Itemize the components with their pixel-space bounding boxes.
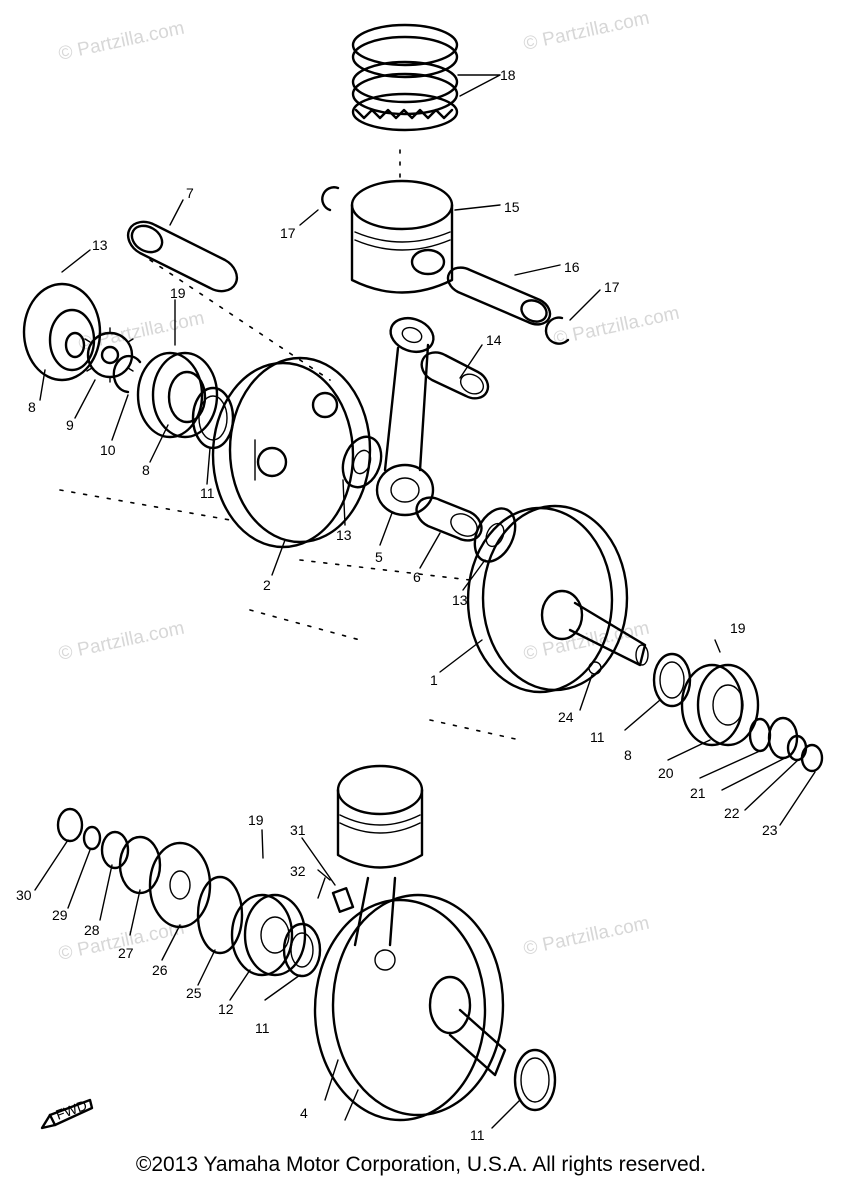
callout-18: 18: [500, 67, 516, 83]
callout-30: 30: [16, 887, 32, 903]
assembled-crankshaft: [313, 764, 557, 1122]
callout-11: 11: [590, 729, 605, 745]
callout-28: 28: [84, 922, 100, 938]
callout-2: 2: [263, 577, 271, 593]
left-main-bearing: [136, 351, 219, 439]
callout-22: 22: [724, 805, 740, 821]
snap-ring: [112, 354, 142, 394]
watermark: © Partzilla.com: [522, 913, 652, 960]
callout-5: 5: [375, 549, 383, 565]
callout-19: 19: [248, 812, 264, 828]
right-end-parts: [748, 716, 824, 773]
callout-16: 16: [564, 259, 580, 275]
callout-25: 25: [186, 985, 202, 1001]
callout-29: 29: [52, 907, 68, 923]
callout-31: 31: [290, 822, 306, 838]
watermark: © Partzilla.com: [57, 18, 187, 65]
callout-19: 19: [730, 620, 746, 636]
big-end-bearing: [415, 496, 483, 542]
callout-19: 19: [170, 285, 186, 301]
fwd-arrow: FWD: [40, 1097, 94, 1130]
fwd-label: FWD: [54, 1097, 89, 1123]
callout-23: 23: [762, 822, 778, 838]
right-main-bearing: [680, 663, 760, 747]
connecting-rod: [375, 316, 435, 517]
callout-4: 4: [300, 1105, 308, 1121]
assembly-axes: [59, 149, 521, 741]
callout-8: 8: [142, 462, 150, 478]
crank-wheel-right: [466, 504, 649, 694]
callout-8: 8: [28, 399, 36, 415]
callout-8: 8: [624, 747, 632, 763]
callout-11: 11: [200, 485, 215, 501]
watermark: © Partzilla.com: [552, 303, 682, 350]
callout-9: 9: [66, 417, 74, 433]
small-end-bearing: [420, 351, 490, 400]
right-shim: [652, 652, 692, 708]
callout-17: 17: [280, 225, 296, 241]
leader-lines: [34, 74, 816, 1129]
callout-26: 26: [152, 962, 168, 978]
callout-13: 13: [452, 592, 468, 608]
callout-32: 32: [290, 863, 306, 879]
watermark: © Partzilla.com: [522, 8, 652, 55]
callout-11: 11: [255, 1020, 270, 1036]
piston-pin: [446, 266, 552, 326]
callout-13: 13: [92, 237, 108, 253]
watermark: © Partzilla.com: [77, 308, 207, 355]
callout-6: 6: [413, 569, 421, 585]
callout-15: 15: [504, 199, 520, 215]
watermark: © Partzilla.com: [522, 618, 652, 665]
callout-10: 10: [100, 442, 116, 458]
primary-gear: [84, 327, 134, 383]
callout-27: 27: [118, 945, 134, 961]
callout-21: 21: [690, 785, 706, 801]
copyright-notice: ©2013 Yamaha Motor Corporation, U.S.A. A…: [135, 1153, 707, 1176]
callout-17: 17: [604, 279, 620, 295]
callout-13: 13: [336, 527, 352, 543]
callout-1: 1: [430, 672, 438, 688]
callout-24: 24: [558, 709, 574, 725]
callout-7: 7: [186, 185, 194, 201]
callout-labels: 18 15 16 17 17 7 13 19 14 8 9 10 8 11 13…: [16, 67, 778, 1143]
callout-14: 14: [486, 332, 502, 348]
lower-left-parts: [56, 807, 355, 978]
callout-20: 20: [658, 765, 674, 781]
callout-11: 11: [470, 1127, 485, 1143]
watermark: © Partzilla.com: [57, 618, 187, 665]
piston-pin-clips: [321, 186, 570, 345]
piston-rings: [351, 23, 459, 132]
piston: [350, 179, 454, 294]
callout-12: 12: [218, 1001, 234, 1017]
crank-pin: [126, 220, 239, 293]
watermarks: © Partzilla.com © Partzilla.com © Partzi…: [57, 8, 682, 965]
thrust-washer-left: [341, 435, 383, 489]
